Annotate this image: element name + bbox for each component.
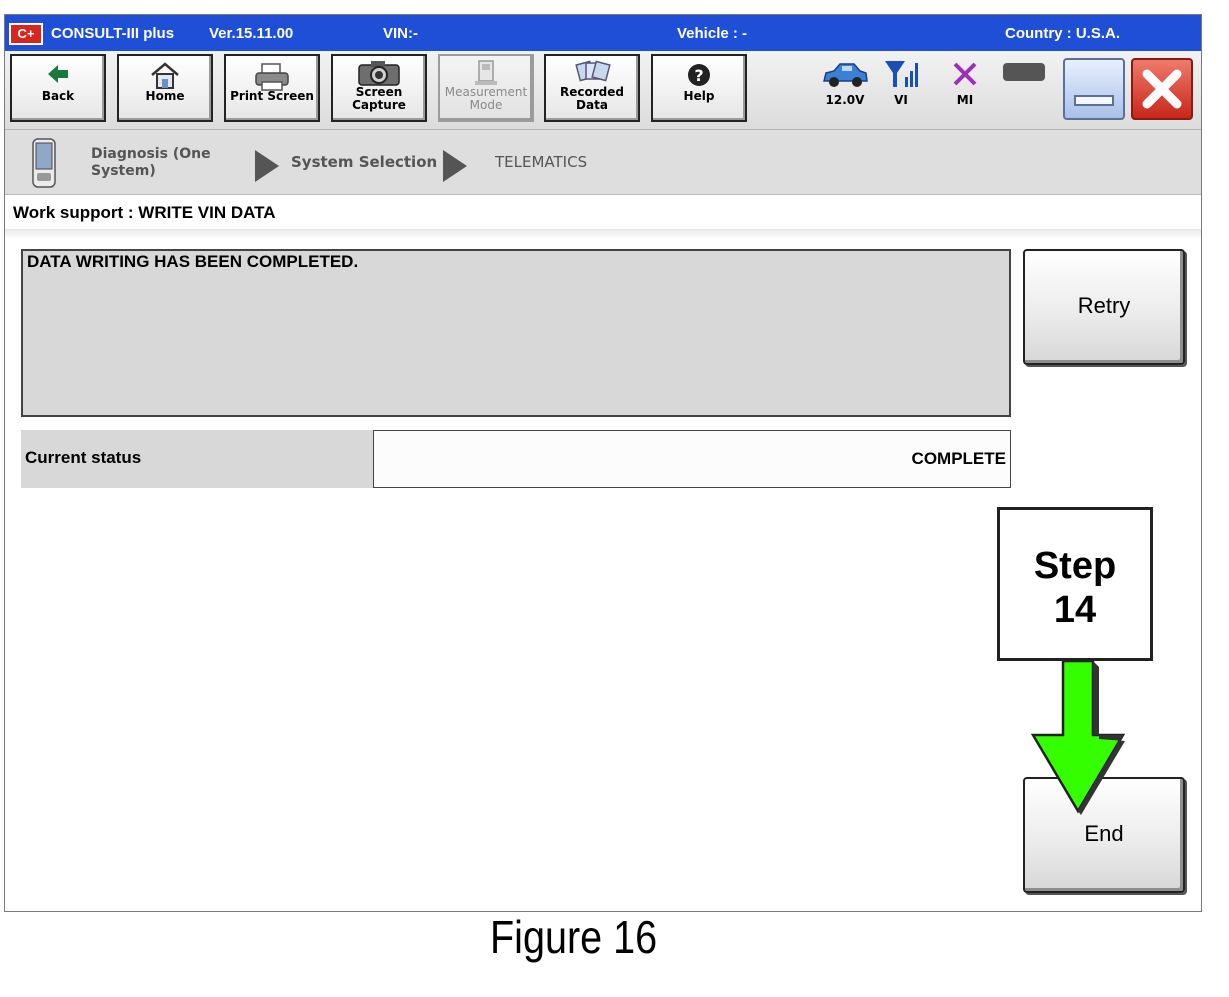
battery-status: 12.0V	[817, 59, 873, 107]
measurement-icon	[440, 56, 532, 86]
signal-icon	[881, 59, 921, 93]
device-icon	[31, 138, 57, 192]
indicator-icon	[999, 59, 1049, 88]
minimize-button[interactable]	[1063, 58, 1125, 120]
breadcrumb-telematics: TELEMATICS	[495, 153, 588, 171]
step-callout: Step 14	[997, 507, 1153, 661]
camera-icon	[333, 56, 425, 86]
current-status-label: Current status	[21, 430, 373, 488]
breadcrumb-system-selection[interactable]: System Selection	[291, 153, 438, 171]
retry-button[interactable]: Retry	[1023, 249, 1185, 365]
mi-status: MI	[945, 59, 985, 107]
home-button[interactable]: Home	[117, 54, 213, 122]
help-icon: ?	[653, 56, 745, 90]
end-button[interactable]: End	[1023, 777, 1185, 893]
vi-status: VI	[881, 59, 921, 107]
close-button[interactable]	[1131, 58, 1193, 120]
app-logo-icon: C+	[9, 23, 43, 45]
car-icon	[817, 59, 873, 93]
mi-disconnected-icon	[945, 59, 985, 93]
vehicle-label: Vehicle : -	[677, 25, 748, 42]
title-bar: C+ CONSULT-III plus Ver.15.11.00 VIN:- V…	[5, 15, 1201, 51]
consult-window: C+ CONSULT-III plus Ver.15.11.00 VIN:- V…	[4, 14, 1202, 912]
vin-label: VIN:-	[383, 25, 418, 42]
close-icon	[1133, 69, 1191, 122]
back-arrow-icon	[12, 56, 104, 90]
app-version: Ver.15.11.00	[209, 25, 294, 42]
current-status-row: Current status COMPLETE	[21, 430, 1011, 488]
app-name: CONSULT-III plus	[51, 25, 175, 42]
message-box: DATA WRITING HAS BEEN COMPLETED.	[21, 249, 1011, 417]
page-title: Work support : WRITE VIN DATA	[13, 203, 276, 222]
recorded-data-icon	[546, 56, 638, 86]
minimize-icon	[1065, 95, 1123, 122]
breadcrumb-diagnosis[interactable]: Diagnosis (One System)	[91, 146, 211, 179]
current-status-value: COMPLETE	[373, 430, 1011, 488]
measurement-mode-button[interactable]: Measurement Mode	[438, 54, 534, 122]
breadcrumb-separator-icon	[443, 150, 467, 182]
print-screen-button[interactable]: Print Screen	[224, 54, 320, 122]
divider	[5, 229, 1201, 239]
screen-capture-button[interactable]: Screen Capture	[331, 54, 427, 122]
recorded-data-button[interactable]: Recorded Data	[544, 54, 640, 122]
step-arrow-icon	[1025, 659, 1129, 822]
status-indicator	[999, 59, 1049, 88]
home-icon	[119, 56, 211, 90]
back-button[interactable]: Back	[10, 54, 106, 122]
toolbar: Back Home Print Screen Screen Capture	[5, 51, 1201, 129]
figure-caption: Figure 16	[490, 911, 658, 963]
breadcrumb-separator-icon	[255, 150, 279, 182]
breadcrumb: Diagnosis (One System) System Selection …	[5, 129, 1201, 195]
country-label: Country : U.S.A.	[1005, 25, 1120, 42]
help-button[interactable]: ? Help	[651, 54, 747, 122]
svg-text:?: ?	[694, 66, 703, 85]
printer-icon	[226, 56, 318, 91]
